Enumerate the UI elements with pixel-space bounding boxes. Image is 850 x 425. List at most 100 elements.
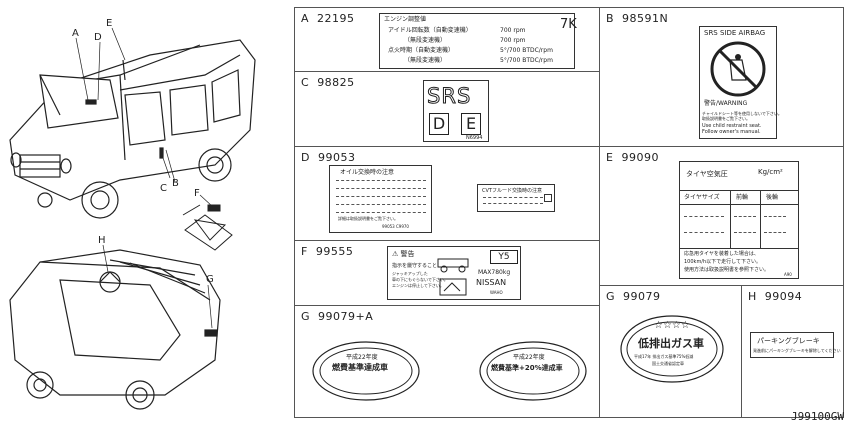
part-number: 99053 (317, 151, 356, 164)
label-unit: Kg/cm² (758, 168, 783, 176)
label-title: SRS SIDE AIRBAG (704, 29, 766, 37)
part-number: 99094 (764, 290, 803, 303)
vehicle-illustration (9, 27, 256, 410)
callout-b: B (172, 178, 179, 189)
warning-line: 取扱説明書をご覧下さい。 (702, 116, 750, 121)
cell-letter: G (301, 310, 311, 323)
label-note: 使用方法は取扱説明書を参照下さい。 (684, 267, 770, 273)
callout-f: F (194, 188, 200, 199)
cell-c: C 98825 SRS D E N6994 (294, 71, 600, 147)
emblem-fuel-economy-plus20 (479, 341, 587, 401)
callout-c: C (160, 183, 167, 194)
warning-text: 警告/WARNING (704, 100, 748, 107)
cell-letter: A (301, 12, 310, 25)
row-value: 5°/700 BTDC/rpm (500, 57, 553, 64)
label-code: 99053 C9970 (382, 224, 409, 229)
label-tire-pressure: タイヤ空気圧 Kg/cm² タイヤサイズ 前輪 後輪 応急用タイヤを装着した場合… (679, 161, 799, 279)
part-number: 22195 (317, 12, 355, 25)
column-header: タイヤサイズ (684, 194, 720, 201)
emblem-text: 燃費基準達成車 (332, 363, 388, 372)
label-srs: SRS D E N6994 (423, 80, 489, 142)
jack-illustration (182, 194, 233, 251)
label-parking-brake: パーキングブレーキ 発進前にパーキングブレーキを解除してください (750, 332, 841, 358)
srs-passenger-box: E (461, 113, 481, 135)
warning-line: 指示を厳守すること (392, 263, 438, 269)
cell-f: F 99555 ⚠ 警告 指示を厳守すること ジャッキアップした 車の下にもぐら… (294, 240, 600, 306)
emblem-text: 低排出ガス車 (638, 337, 704, 350)
label-code: WAHO (490, 290, 503, 295)
row-key: （無段変速機） (404, 57, 447, 64)
emblem-year: 平成22年度 (346, 354, 378, 361)
cell-letter: H (748, 290, 757, 303)
srs-letter: R (441, 84, 457, 109)
emblem-stars: ☆☆☆☆ (654, 320, 690, 331)
column-header: 前輪 (736, 194, 749, 201)
row-value: 700 rpm (500, 27, 526, 34)
cell-g-1: G 99079+A 平成22年度 燃費基準達成車 平成22年度 燃費基準+20%… (294, 305, 600, 418)
label-cvt-fluid: CVTフルード交換時の注意 (477, 184, 555, 212)
label-oil-change: オイル交換時の注意 詳細は取扱説明書をご覧下さい。 99053 C9970 (329, 165, 432, 233)
emblem-year: 平成22年度 (513, 354, 545, 361)
part-number: 99090 (621, 151, 659, 164)
jack-handle-icon (439, 278, 467, 296)
label-title: エンジン調整値 (384, 16, 427, 23)
cell-letter: E (606, 151, 614, 164)
car-rear-view (9, 244, 221, 410)
srs-driver-box: D (429, 113, 449, 135)
label-code: A90 (784, 272, 792, 277)
srs-letter: S (456, 84, 472, 109)
cell-letter: F (301, 245, 308, 258)
car-front-view (9, 27, 256, 219)
warning-line: エンジンは停止して下さい。 (392, 283, 444, 288)
diagram-code: J99100GW (791, 410, 844, 423)
row-value: 5°/700 BTDC/rpm (500, 47, 553, 54)
row-key: 点火時期（自動変速機） (388, 47, 455, 54)
label-engine-tuning: エンジン調整値 7K アイドル回転数（自動変速機） 700 rpm （無段変速機… (379, 13, 577, 69)
cell-a: A 22195 エンジン調整値 7K アイドル回転数（自動変速機） 700 rp… (294, 7, 600, 72)
part-number: 98591N (622, 12, 669, 25)
row-key: （無段変速機） (404, 37, 447, 44)
label-title: オイル交換時の注意 (340, 169, 395, 176)
row-value: 700 rpm (500, 37, 526, 44)
callout-d: D (94, 32, 102, 43)
emblem-text: 燃費基準+20%達成車 (491, 364, 563, 372)
cell-d: D 99053 オイル交換時の注意 詳細は取扱説明書をご覧下さい。 99053 … (294, 146, 600, 241)
label-note: 応急用タイヤを装着した場合は、 (684, 251, 759, 257)
cell-b: B 98591N SRS SIDE AIRBAG 警告/WARNING チャイル… (599, 7, 844, 147)
warning-line: チャイルドシート等を使用しないで下さい。 (702, 111, 782, 116)
part-number: 99079+A (318, 310, 374, 323)
label-note: 100km/h以下で走行して下さい。 (684, 259, 762, 265)
warning-line: 車の下にもぐらないで下さい。 (392, 277, 448, 282)
warning-word: 警告 (400, 250, 415, 258)
emblem-fuel-economy (312, 341, 420, 401)
label-mark: 7K (560, 17, 577, 32)
warning-line: Use child restraint seat. (702, 123, 762, 129)
no-child-seat-icon (710, 41, 766, 97)
label-title: パーキングブレーキ (757, 337, 820, 345)
label-note: 詳細は取扱説明書をご覧下さい。 (338, 216, 398, 221)
cell-letter: D (301, 151, 310, 164)
callout-h: H (98, 235, 106, 246)
part-number: 99555 (315, 245, 354, 258)
emblem-note: 国土交通省認定車 (652, 361, 684, 366)
label-jack-warning: ⚠ 警告 指示を厳守すること ジャッキアップした 車の下にもぐらないで下さい。 … (387, 246, 521, 300)
car-jack-icon (437, 258, 469, 273)
emblem-low-emission (620, 315, 724, 383)
cell-e: E 99090 タイヤ空気圧 Kg/cm² タイヤサイズ 前輪 後輪 応急用タイ… (599, 146, 844, 286)
label-tag: Y5 (490, 250, 518, 264)
srs-letter: S (426, 84, 442, 109)
brand-name: NISSAN (476, 278, 507, 287)
cell-letter: G (606, 290, 616, 303)
warning-line: ジャッキアップした (392, 271, 428, 276)
warning-line: Follow owner's manual. (702, 129, 761, 135)
max-load: MAX780kg (478, 269, 511, 276)
label-srs-side-airbag: SRS SIDE AIRBAG 警告/WARNING チャイルドシート等を使用し… (699, 26, 782, 139)
cell-g-2: G 99079 ☆☆☆☆ 低排出ガス車 平成17年 排出ガス基準75%低減 国土… (599, 285, 742, 418)
emblem-note: 平成17年 排出ガス基準75%低減 (634, 354, 694, 359)
callout-e: E (106, 18, 113, 29)
callout-g: G (206, 274, 214, 285)
warning-text: ⚠ 警告 (392, 250, 415, 258)
cell-letter: B (606, 12, 615, 25)
part-number: 99079 (623, 290, 661, 303)
cell-letter: C (301, 76, 310, 89)
